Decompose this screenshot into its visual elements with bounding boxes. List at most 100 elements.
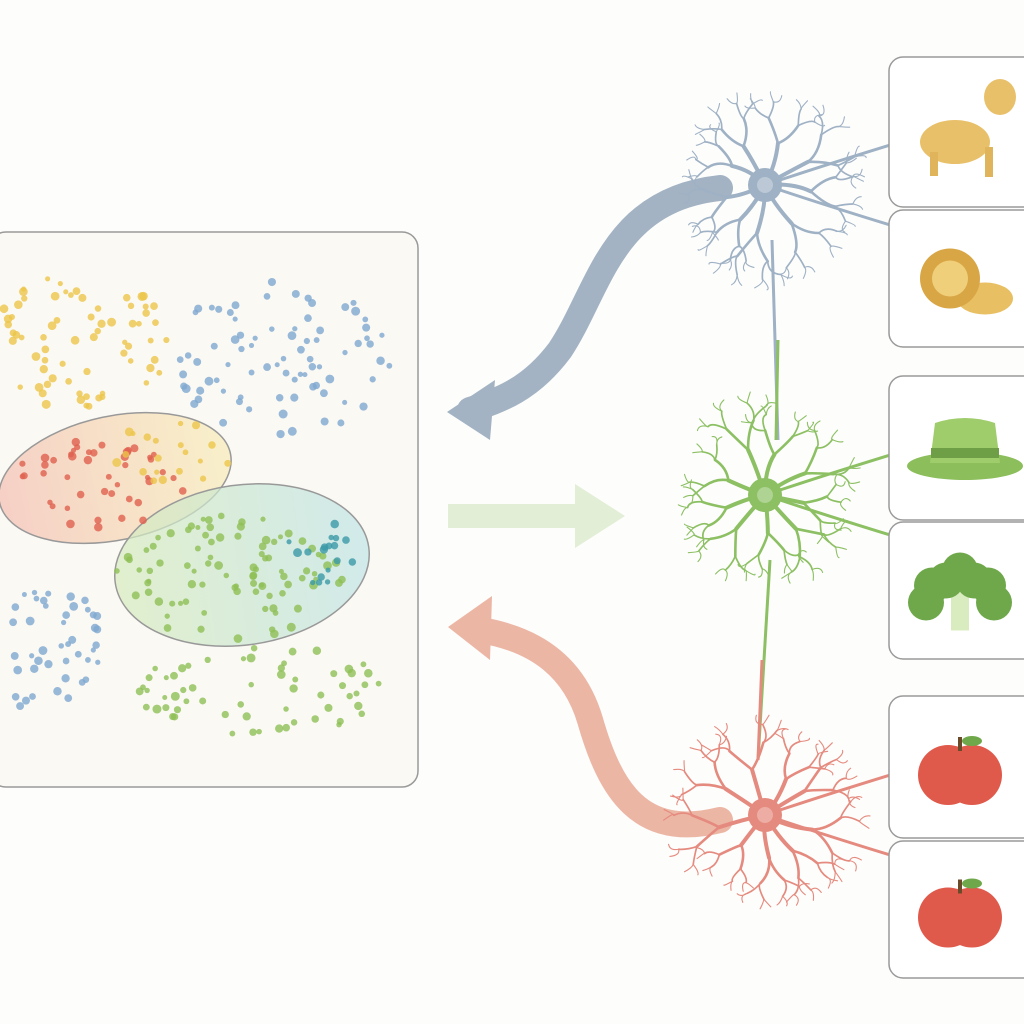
dendrite — [834, 863, 845, 871]
dendrite — [803, 766, 822, 793]
green-red-axon — [756, 659, 764, 761]
scatter-dot — [319, 552, 327, 560]
dendrite — [725, 427, 750, 452]
scatter-dot — [275, 394, 284, 402]
dendrite — [823, 742, 833, 751]
scatter-dot — [83, 367, 91, 376]
scatter-dot — [278, 568, 284, 574]
dendrite — [707, 106, 717, 115]
dendrite — [742, 260, 747, 272]
scatter-dot — [142, 309, 150, 317]
scatter-dot — [105, 473, 112, 480]
scatter-dot — [182, 598, 190, 605]
scatter-dot — [208, 441, 216, 449]
scatter-dot — [30, 664, 39, 673]
scatter-dot — [202, 531, 209, 539]
dendrite — [813, 114, 823, 123]
arrows — [447, 175, 733, 838]
dendrite — [763, 898, 772, 908]
lion-face — [932, 260, 968, 297]
dendrite — [695, 783, 728, 791]
scatter-dot — [65, 377, 72, 385]
scatter-dot — [362, 316, 369, 323]
scatter-dot — [41, 399, 51, 409]
scatter-dot — [304, 314, 312, 323]
dendrite — [797, 415, 807, 423]
scatter-dot — [41, 461, 49, 469]
scatter-dot — [83, 455, 93, 465]
scatter-dot — [219, 418, 228, 427]
scatter-dot — [386, 362, 393, 369]
scatter-dot — [279, 589, 286, 597]
scatter-dot — [324, 579, 331, 585]
scatter-dot — [16, 702, 25, 711]
dendrite — [713, 458, 730, 482]
dendrite — [806, 421, 816, 431]
scatter-dot — [135, 687, 144, 696]
scatter-dot — [19, 287, 28, 297]
scatter-dot — [376, 356, 385, 365]
dendrite — [734, 255, 739, 276]
dendrite — [794, 527, 802, 559]
scatter-dot — [226, 309, 234, 316]
dendrite — [845, 767, 852, 779]
dendrite — [739, 843, 745, 871]
dendrite — [709, 527, 738, 541]
scatter-dot — [127, 302, 135, 310]
dendrite — [683, 473, 691, 483]
dendrite — [806, 160, 840, 167]
scatter-dot — [248, 681, 254, 688]
dendrite — [837, 126, 851, 128]
scatter-dot — [249, 572, 257, 581]
scatter-dot — [25, 616, 35, 626]
scatter-dot — [316, 364, 323, 370]
scatter-dot — [302, 372, 308, 378]
scatter-dot — [29, 693, 36, 700]
scatter-dot — [64, 505, 71, 512]
scatter-dot — [134, 498, 143, 507]
dendrite — [811, 568, 814, 581]
scatter-dot — [137, 291, 147, 301]
dendrite — [816, 862, 829, 879]
scatter-dot — [297, 345, 305, 354]
dendrite — [705, 245, 709, 257]
dendrite — [681, 175, 693, 180]
dendrite — [853, 175, 864, 182]
scatter-dot — [236, 522, 245, 531]
dendrite — [822, 533, 837, 549]
scatter-dot — [53, 687, 62, 696]
scatter-dot — [194, 545, 201, 552]
scatter-dot — [237, 394, 244, 401]
dendrite — [734, 527, 738, 558]
dendrite — [785, 894, 795, 903]
scatter-dot — [70, 447, 77, 453]
dendrite — [695, 141, 706, 146]
scatter-dot — [369, 376, 376, 383]
scatter-dot — [242, 712, 251, 721]
dendrite — [746, 419, 755, 452]
scatter-dot — [312, 381, 320, 390]
dendrite — [776, 895, 784, 906]
dendrite — [691, 150, 698, 161]
scatter-dot — [328, 534, 334, 541]
dendrite — [835, 749, 844, 761]
scatter-dot — [68, 635, 77, 644]
scatter-dot — [297, 371, 304, 377]
scatter-dot — [246, 653, 256, 663]
dendrite — [781, 728, 787, 740]
scatter-dot — [325, 567, 331, 573]
scatter-dot — [156, 369, 163, 376]
scatter-dot — [63, 289, 69, 295]
scatter-dot — [50, 456, 57, 464]
dendrite — [686, 156, 697, 161]
dendrite — [697, 245, 709, 251]
dendrite — [738, 245, 747, 262]
scatter-dot — [252, 335, 258, 341]
scatter-dot — [176, 356, 184, 363]
scatter-dot — [317, 691, 325, 699]
dendrite — [723, 880, 733, 886]
scatter-dot — [74, 650, 82, 658]
dendrite — [765, 402, 778, 407]
dendrite — [755, 714, 764, 726]
dendrite — [794, 251, 806, 269]
